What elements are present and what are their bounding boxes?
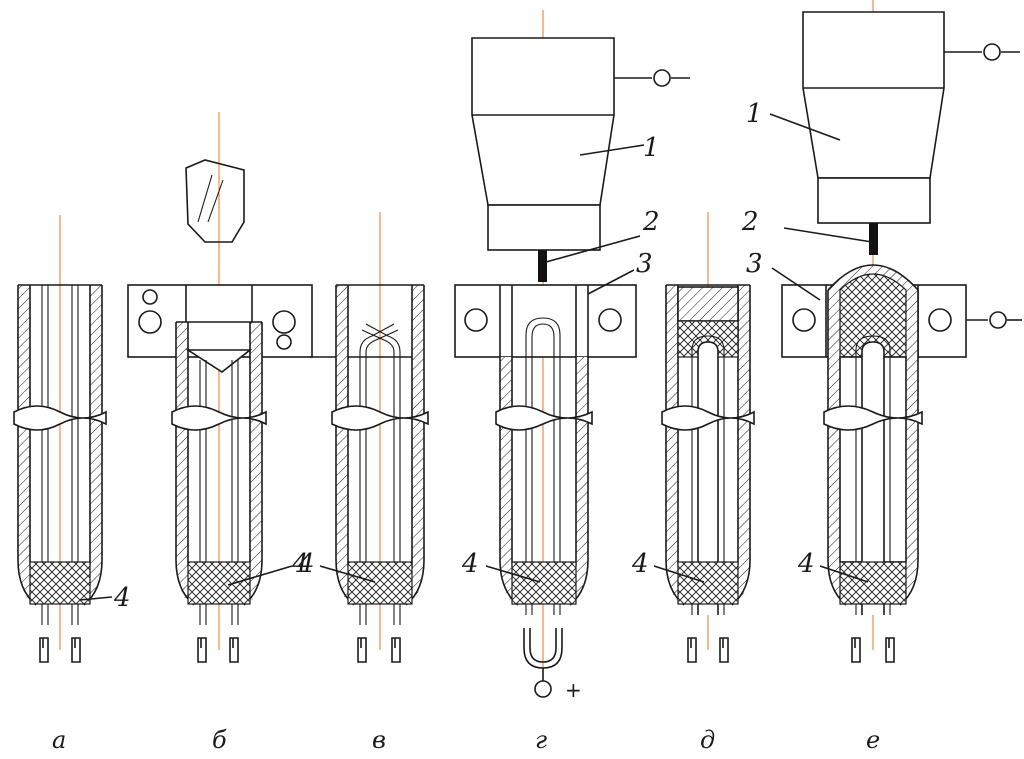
plug-4-d xyxy=(677,561,739,605)
plug-4-g xyxy=(511,561,577,605)
stage-e: 1 2 3 4 е xyxy=(741,0,1022,754)
terminal-plus xyxy=(534,680,552,698)
label-4-v: 4 xyxy=(297,549,315,579)
plug-4-v xyxy=(347,561,413,605)
wall-right-a xyxy=(80,285,102,600)
stage-v: в xyxy=(310,212,429,754)
label-4-d: 4 xyxy=(631,549,649,579)
label-2-e: 2 xyxy=(741,207,759,237)
label-2-g: 2 xyxy=(642,207,660,237)
welder-head-e xyxy=(802,11,945,179)
label-3-e: 3 xyxy=(746,249,763,279)
wall-left-a xyxy=(18,285,40,600)
electrode-e xyxy=(869,223,878,255)
label-3-g: 3 xyxy=(636,249,653,279)
plug-4-b xyxy=(187,561,251,605)
stage-a: 4 а xyxy=(13,215,131,754)
stage-d: 4 д xyxy=(631,212,755,754)
electrode-g xyxy=(538,250,547,282)
caption-g: г xyxy=(535,726,547,754)
stage-b: 4 б xyxy=(127,112,313,754)
caption-b: б xyxy=(212,726,227,754)
caption-e: е xyxy=(866,726,880,754)
caption-v: в xyxy=(372,726,386,754)
plus-sign: + xyxy=(565,678,582,702)
label-4-a: 4 xyxy=(113,583,131,613)
plug-4-e xyxy=(839,561,907,605)
welder-head-g xyxy=(471,37,615,206)
label-4-e: 4 xyxy=(797,549,815,579)
label-1-g: 1 xyxy=(643,133,660,163)
terminal-minus-g xyxy=(653,69,671,87)
terminal-top-e xyxy=(983,43,1001,61)
label-4-b: 4 xyxy=(291,549,309,579)
label-1-e: 1 xyxy=(746,99,763,129)
drill-bit xyxy=(185,159,245,243)
label-4-g: 4 xyxy=(461,549,479,579)
caption-d: д xyxy=(700,726,715,754)
fused-dome-e xyxy=(839,273,907,358)
stage-g: 1 2 3 + г xyxy=(454,10,690,754)
terminal-minus-e xyxy=(989,311,1007,329)
plug-4-a xyxy=(29,561,91,605)
caption-a: а xyxy=(52,726,66,754)
